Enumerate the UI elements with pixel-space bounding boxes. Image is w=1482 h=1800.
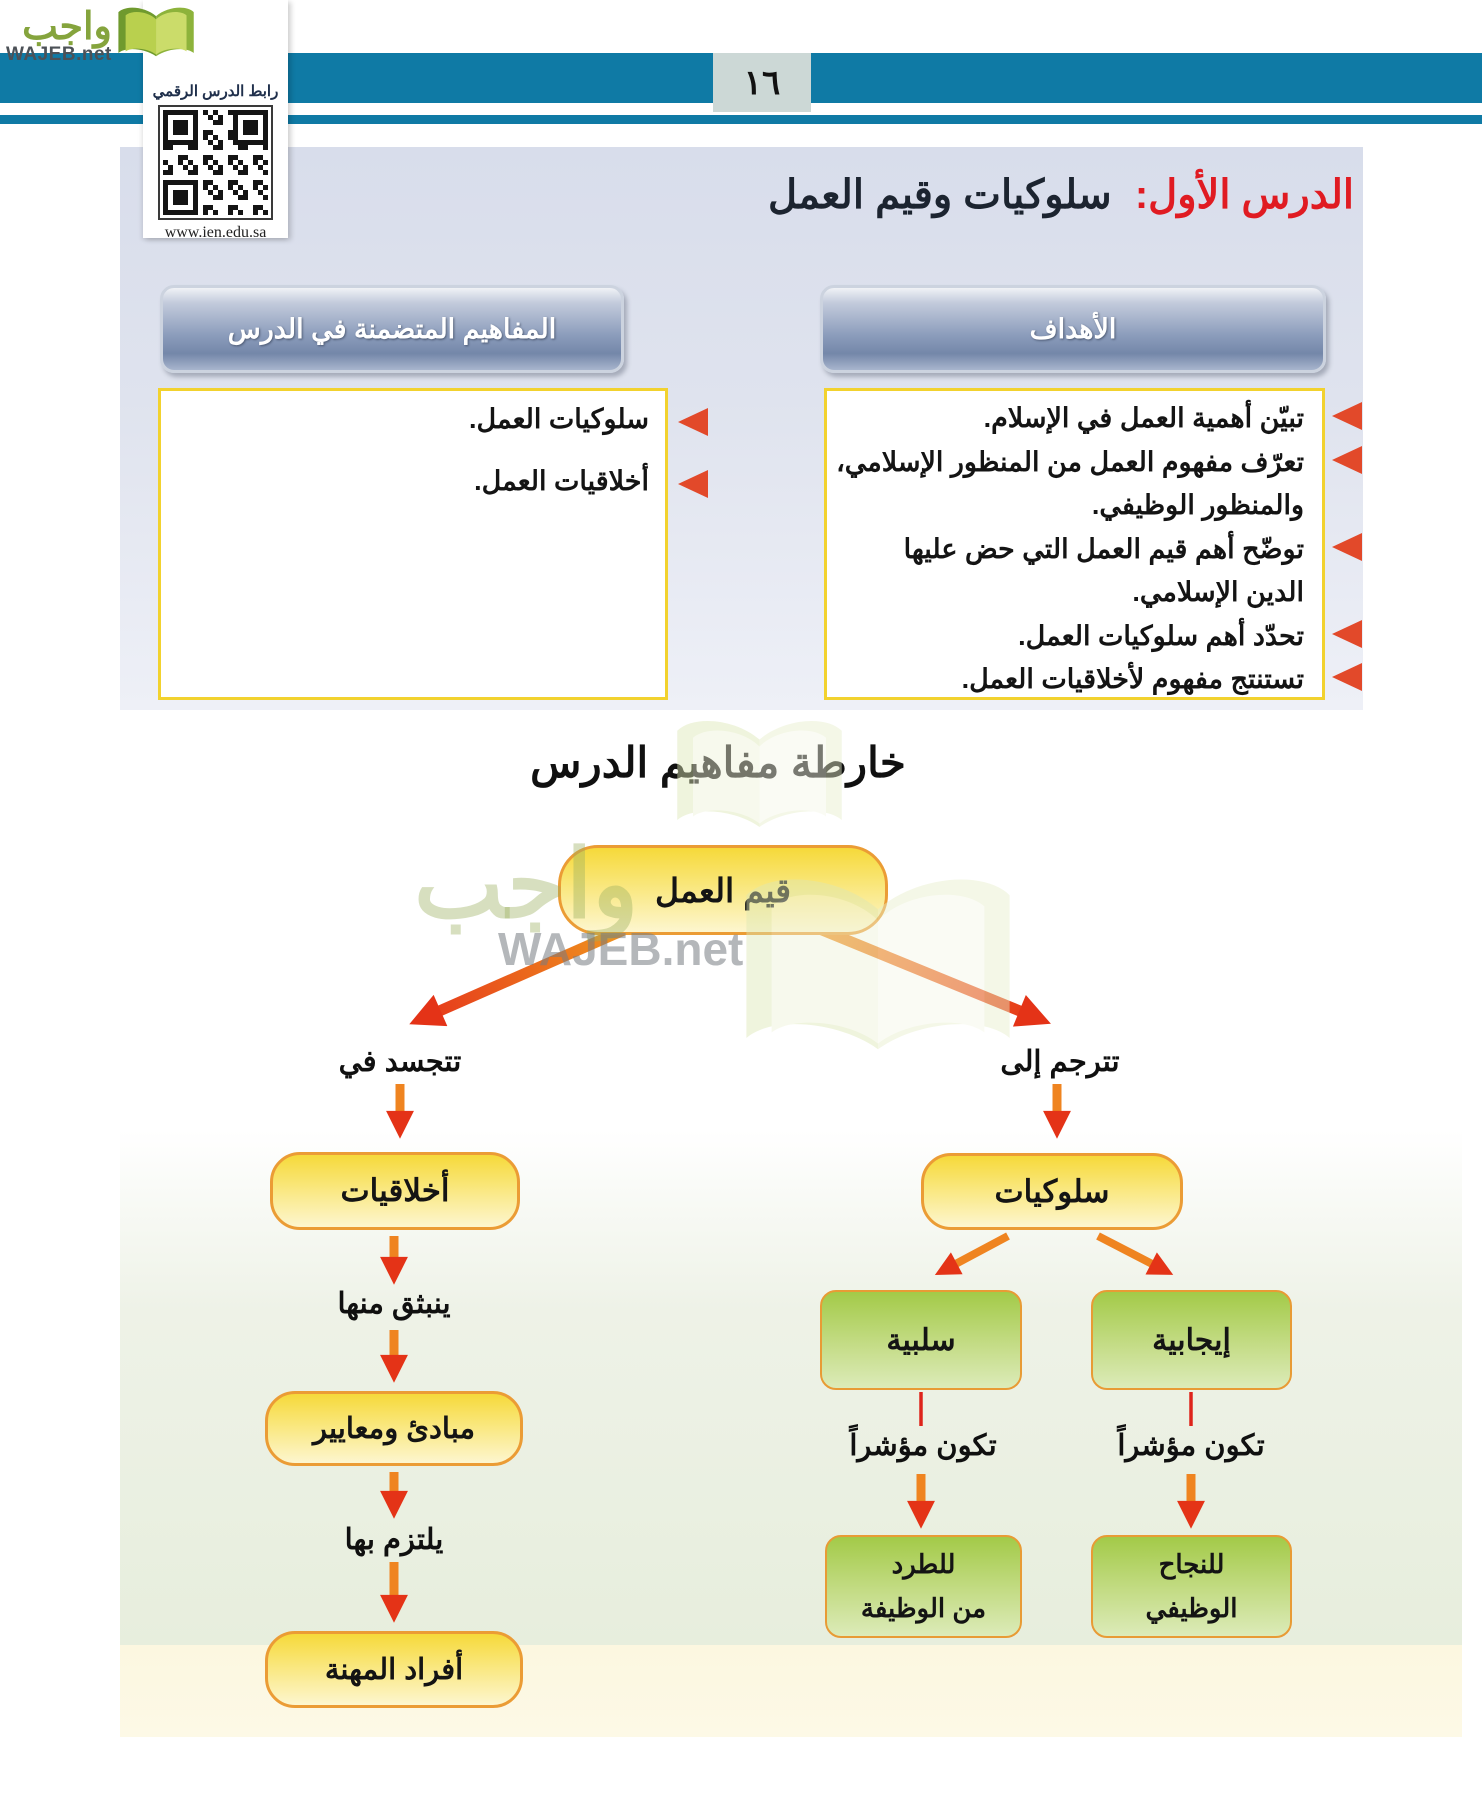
map-node-work-values: قيم العمل — [558, 845, 888, 935]
map-node-dismissal-line2: من الوظيفة — [860, 1592, 987, 1623]
open-book-icon — [118, 7, 194, 57]
bullet-triangle-icon — [1332, 663, 1362, 691]
lesson-number: الدرس الأول: — [1134, 173, 1354, 217]
objective-line: تبيّن أهمية العمل في الإسلام. — [983, 403, 1304, 433]
map-node-career-success: للنجاح الوظيفي — [1091, 1535, 1292, 1638]
map-node-profession-members: أفراد المهنة — [265, 1631, 523, 1708]
concept-line: أخلاقيات العمل. — [474, 466, 649, 496]
qr-card-label: رابط الدرس الرقمي — [152, 83, 279, 100]
bullet-triangle-icon — [678, 408, 708, 436]
concept-line: سلوكيات العمل. — [469, 404, 649, 434]
qr-card-url: www.ien.edu.sa — [164, 224, 267, 241]
map-node-behaviors: سلوكيات — [921, 1153, 1183, 1230]
bullet-triangle-icon — [1332, 446, 1362, 474]
wajeb-logo: واجب WAJEB.net — [6, 4, 196, 70]
concept-map-title: خارطة مفاهيم الدرس — [530, 739, 906, 786]
map-node-ethics: أخلاقيات — [270, 1152, 520, 1230]
bullet-triangle-icon — [1332, 402, 1362, 430]
wajeb-logo-arabic: واجب — [22, 6, 112, 48]
map-node-positive: إيجابية — [1091, 1290, 1292, 1390]
map-node-career-success-line1: للنجاح — [1158, 1549, 1225, 1580]
header-teal-rule — [0, 115, 1482, 124]
objective-line: تستنتج مفهوم لأخلاقيات العمل. — [961, 664, 1304, 694]
objective-line: توضّح أهم قيم العمل التي حض عليها — [903, 533, 1304, 564]
concepts-box: سلوكيات العمل. أخلاقيات العمل. — [158, 388, 668, 700]
edge-label-committed-by: يلتزم بها — [344, 1524, 444, 1556]
edge-label-indicator-positive: تكون مؤشراً — [1117, 1430, 1265, 1462]
wajeb-logo-latin: WAJEB.net — [6, 44, 112, 65]
objectives-box: تبيّن أهمية العمل في الإسلام. تعرّف مفهو… — [824, 388, 1325, 700]
objective-line: والمنظور الوظيفي. — [1091, 490, 1304, 520]
objective-line: تعرّف مفهوم العمل من المنظور الإسلامي، — [836, 446, 1304, 477]
map-node-negative: سلبية — [820, 1290, 1022, 1390]
edge-label-embodied-in: تتجسد في — [338, 1046, 462, 1078]
edge-label-emerges-from: ينبثق منها — [337, 1288, 451, 1320]
lesson-name: سلوكيات وقيم العمل — [767, 173, 1112, 217]
map-node-career-success-line2: الوظيفي — [1145, 1592, 1238, 1623]
qr-code — [163, 110, 268, 215]
map-node-dismissal: للطرد من الوظيفة — [825, 1535, 1022, 1638]
tab-objectives: الأهداف — [820, 285, 1326, 373]
bullet-triangle-icon — [1332, 533, 1362, 561]
lesson-title: الدرس الأول: سلوكيات وقيم العمل — [768, 172, 1354, 218]
objective-line: الدين الإسلامي. — [1132, 577, 1304, 607]
edge-label-translated-to: تترجم إلى — [1000, 1046, 1120, 1078]
edge-label-indicator-negative: تكون مؤشراً — [849, 1430, 997, 1462]
objective-line: تحدّد أهم سلوكيات العمل. — [1018, 620, 1304, 651]
bullet-triangle-icon — [1332, 620, 1362, 648]
tab-lesson-concepts: المفاهيم المتضمنة في الدرس — [160, 285, 624, 373]
bullet-triangle-icon — [678, 470, 708, 498]
map-node-dismissal-line1: للطرد — [891, 1549, 956, 1580]
page-number: ١٦ — [713, 53, 811, 112]
qr-card: رابط الدرس الرقمي www.ien.edu.sa — [143, 0, 288, 241]
map-node-principles-standards: مبادئ ومعايير — [265, 1391, 523, 1466]
